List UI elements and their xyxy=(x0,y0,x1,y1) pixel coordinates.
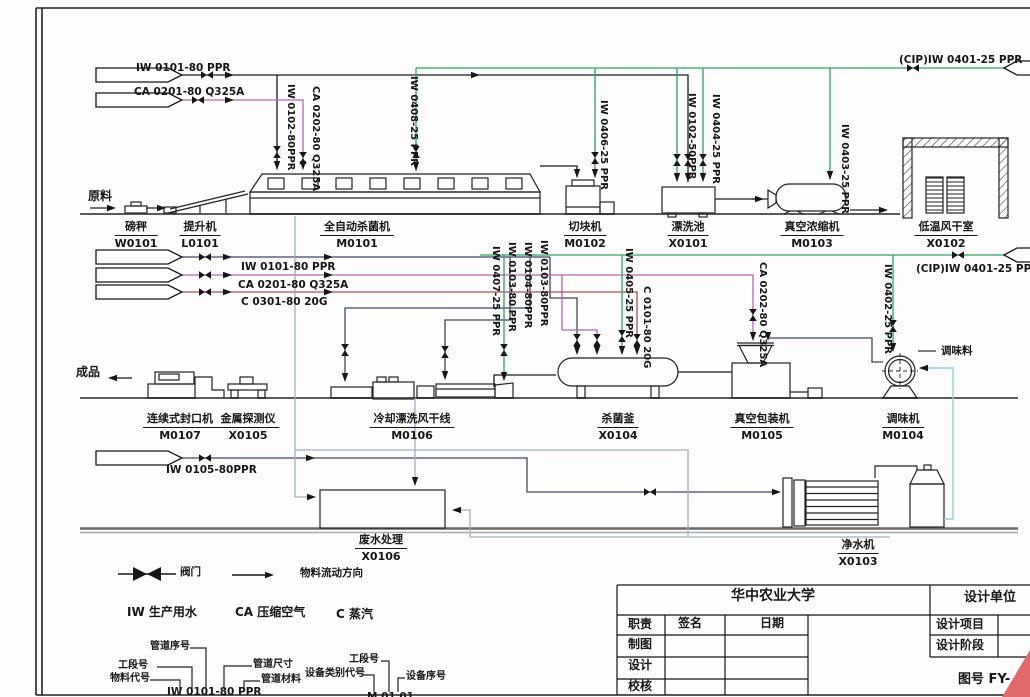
legend-c-label: C 蒸汽 xyxy=(336,607,373,621)
drawing-frame xyxy=(35,7,1030,696)
pipe-label-iw0407: IW 0407-25 PPR xyxy=(490,246,501,336)
seasoning-machine xyxy=(881,353,919,399)
pipe-label-iw0103-a: IW 0103-80 PPR xyxy=(506,242,517,332)
pipe-label-iw0405: IW 0405-25 PPR xyxy=(623,248,634,338)
raw-material-label: 原料 xyxy=(88,189,113,203)
pipe-label-row1-iw: IW 0101-80 PPR xyxy=(136,62,231,74)
water-purifier xyxy=(782,464,945,528)
rinsing-pool xyxy=(661,186,716,218)
key-material-code: 物料代号 xyxy=(110,673,150,684)
machines-layer xyxy=(124,137,1009,529)
pipe-label-c0101: C 0101-80 20G xyxy=(641,286,652,369)
sterilizer-machine xyxy=(248,173,542,215)
pipe-label-iw0103-b: IW 0103-80PPR xyxy=(538,240,549,327)
pipe-label-row2-c: C 0301-80 20G xyxy=(241,296,328,308)
legend-iw-label: IW 生产用水 xyxy=(127,605,197,619)
vacuum-concentrator xyxy=(752,183,880,215)
pipe-label-iw0406: IW 0406-25 PPR xyxy=(598,100,609,190)
pipe-label-iw0404: IW 0404-25 PPR xyxy=(710,94,721,184)
title-check: 校核 xyxy=(628,679,653,693)
key-equip-class: 设备类别代号 xyxy=(305,668,365,679)
pipe-label-iw0402: IW 0402-25 PPR xyxy=(882,264,893,354)
vacuum-packer xyxy=(731,342,823,399)
title-stage: 设计阶段 xyxy=(936,638,985,652)
pipe-label-row2-iw: IW 0101-80 PPR xyxy=(241,261,336,273)
pipe-label-iw0102-50: IW 0102-50PPR xyxy=(686,93,697,180)
title-design: 设计 xyxy=(628,658,653,672)
ground-lines xyxy=(80,213,1018,534)
key-pipe-no: 管道序号 xyxy=(150,641,190,652)
drying-room xyxy=(902,137,1009,219)
pipes-layer xyxy=(110,67,1004,538)
retort-vessel xyxy=(557,357,679,399)
key-equip-section: 工段号 xyxy=(349,654,379,665)
key-section-no: 工段号 xyxy=(118,660,148,671)
sealing-machine xyxy=(147,371,225,399)
legend-symbols xyxy=(118,567,405,692)
pipe-label-iw0408: IW 0408-25 PPR xyxy=(408,76,419,166)
title-design-unit: 设计单位 xyxy=(964,590,1017,605)
key-equip-no: 设备序号 xyxy=(406,671,446,682)
title-drawing-no: 图号 FY- xyxy=(958,672,1011,687)
pipe-label-row3-iw: IW 0105-80PPR xyxy=(166,464,257,476)
title-project: 设计项目 xyxy=(936,617,985,631)
offpage-connectors xyxy=(95,60,1030,466)
metal-detector xyxy=(227,376,268,399)
cooling-line xyxy=(330,376,514,400)
pipe-label-ca0202-a: CA 0202-80 Q325A xyxy=(310,86,321,192)
pipe-label-iw0102-80: IW 0102-80PPR xyxy=(285,84,296,171)
pipe-label-cip-row1: (CIP)IW 0401-25 PPR xyxy=(899,54,1023,66)
title-university: 华中农业大学 xyxy=(731,588,815,604)
title-duty: 职责 xyxy=(628,617,653,631)
key-equip-example: M 01 01 xyxy=(367,691,414,697)
legend-flow-direction-label: 物料流动方向 xyxy=(300,567,363,579)
pipe-label-row2-ca: CA 0201-80 Q325A xyxy=(238,279,349,291)
seasoning-label: 调味料 xyxy=(941,345,973,357)
corner-red-marker xyxy=(1002,650,1030,697)
pipe-label-iw0403: IW 0403-25 PPR xyxy=(839,124,850,214)
key-pipe-example: IW 0101-80 PPR xyxy=(167,686,262,697)
title-drafting: 制图 xyxy=(628,637,653,651)
pipe-label-row1-ca: CA 0201-80 Q325A xyxy=(134,86,245,98)
legend-valve-label: 阀门 xyxy=(180,566,201,578)
elevator-machine xyxy=(163,190,249,214)
pipe-label-iw0104: IW 0104-80PPR xyxy=(522,242,533,329)
title-date: 日期 xyxy=(760,616,785,630)
key-pipe-material: 管道材料 xyxy=(261,674,301,685)
dicer-machine xyxy=(565,179,615,215)
pipe-label-cip-row2: (CIP)IW 0401-25 PPR xyxy=(916,263,1030,275)
finished-product-label: 成品 xyxy=(76,365,101,379)
scale-machine xyxy=(124,201,148,214)
wastewater-box xyxy=(319,489,446,529)
key-pipe-size: 管道尺寸 xyxy=(253,659,293,670)
title-block-grid xyxy=(616,584,1030,697)
title-signature: 签名 xyxy=(678,616,703,630)
legend-ca-label: CA 压缩空气 xyxy=(235,605,306,619)
pipe-label-ca0202-b: CA 0202-80 Q325A xyxy=(757,262,768,368)
